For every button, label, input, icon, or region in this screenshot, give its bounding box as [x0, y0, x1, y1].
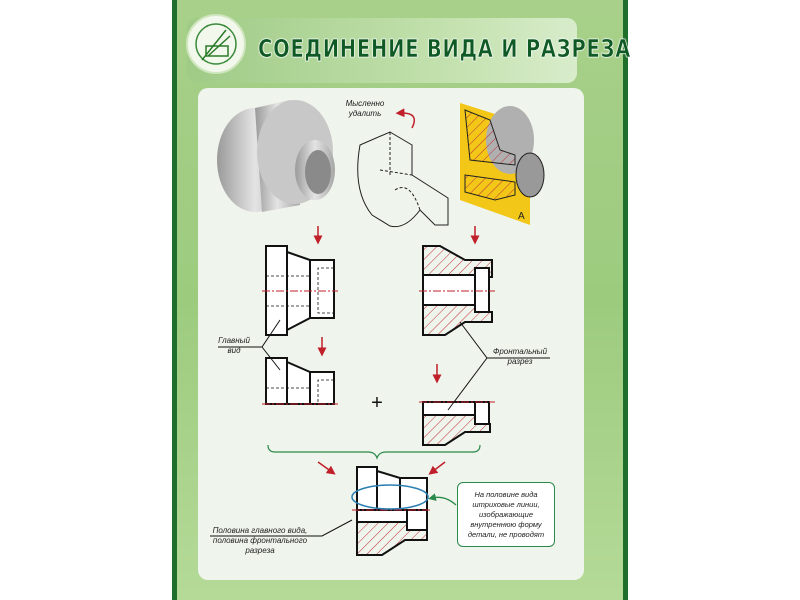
red-arrows	[313, 226, 480, 475]
page-title: СОЕДИНЕНИЕ ВИДА И РАЗРЕЗА	[258, 34, 632, 64]
leader-lines	[210, 319, 550, 537]
frontal-section-label: Фронтальный разрез	[492, 347, 548, 366]
iso-part-solid	[217, 100, 335, 212]
callout-arrow	[428, 493, 457, 506]
iso-part-section	[460, 103, 545, 225]
iso-part-wireframe	[357, 131, 449, 228]
remove-label: Мысленно удалить	[345, 99, 385, 118]
main-view-label: Главный вид	[218, 336, 250, 355]
main-view	[262, 245, 338, 336]
highlight-ellipse	[351, 484, 429, 510]
brace	[267, 444, 481, 460]
half-view-half-section-label: Половина главного вида, половина фронтал…	[212, 526, 308, 555]
callout-note: На половине вида штриховые линии, изобра…	[457, 482, 555, 547]
remove-arrow	[395, 108, 415, 129]
frontal-section	[419, 245, 495, 336]
main-view-half	[262, 357, 338, 405]
combined-view	[352, 466, 432, 556]
frontal-section-half	[419, 401, 495, 446]
header-banner	[187, 18, 577, 83]
compass-logo-icon	[186, 14, 246, 74]
plus-sign: +	[371, 392, 383, 414]
plane-label: А	[518, 211, 525, 222]
